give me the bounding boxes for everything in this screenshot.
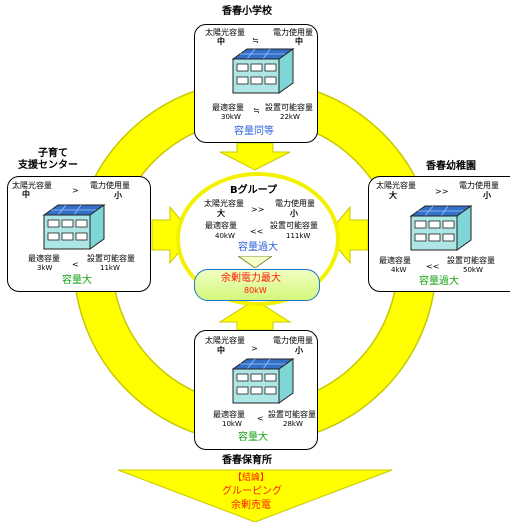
conclusion-grouping: グルーピング xyxy=(222,486,282,497)
left-power-level: 小 xyxy=(114,191,122,200)
left-solar-level: 中 xyxy=(22,190,30,199)
center-relation-top: >> xyxy=(251,205,265,214)
bottom-optimal-label: 最適容量 xyxy=(213,410,245,419)
left-status: 容量大 xyxy=(62,275,92,286)
bottom-facility-name: 香春保育所 xyxy=(222,455,272,466)
surplus-value: 80kW xyxy=(244,286,267,295)
right-installable-label: 設置可能容量 xyxy=(447,256,495,265)
top-relation-top: ≒ xyxy=(252,36,259,45)
left-optimal-value: 3kW xyxy=(37,264,53,272)
conclusion-heading: 【結論】 xyxy=(233,473,270,483)
bottom-solar-level: 中 xyxy=(217,346,225,355)
bottom-facility-card: 太陽光容量 中 > 電力使用量 小 最適容量 10kW < 設置可能容量 28k… xyxy=(194,330,318,450)
bottom-relation-top: > xyxy=(251,344,258,353)
building-icon xyxy=(409,205,473,251)
right-solar-level: 大 xyxy=(389,191,397,200)
top-power-label: 電力使用量 xyxy=(273,28,313,37)
left-power-label: 電力使用量 xyxy=(90,181,130,190)
bottom-solar-label: 太陽光容量 xyxy=(205,336,245,345)
center-status: 容量過大 xyxy=(238,242,278,253)
down-arrow-icon xyxy=(238,256,272,268)
bottom-optimal-value: 10kW xyxy=(222,420,242,428)
conclusion-arrow xyxy=(117,469,393,522)
left-solar-label: 太陽光容量 xyxy=(12,181,52,190)
center-optimal-label: 最適容量 xyxy=(205,221,237,230)
right-power-label: 電力使用量 xyxy=(459,181,499,190)
top-solar-level: 中 xyxy=(217,37,225,46)
center-solar-level: 大 xyxy=(217,209,225,218)
bottom-installable-label: 設置可能容量 xyxy=(268,410,316,419)
top-installable-value: 22kW xyxy=(280,113,300,121)
right-relation-top: >> xyxy=(435,187,449,196)
left-optimal-label: 最適容量 xyxy=(28,254,60,263)
building-icon xyxy=(42,204,106,250)
bottom-power-label: 電力使用量 xyxy=(273,336,313,345)
left-facility-card: 太陽光容量 中 > 電力使用量 小 最適容量 3kW < 設置可能容量 11kW… xyxy=(7,176,151,292)
left-relation-top: > xyxy=(72,186,79,195)
bottom-power-level: 小 xyxy=(295,346,303,355)
surplus-power-box: 余剰電力最大 80kW xyxy=(194,269,320,301)
right-facility-name: 香春幼稚園 xyxy=(426,161,476,172)
left-facility-name-line1: 子育て xyxy=(38,148,68,159)
right-solar-label: 太陽光容量 xyxy=(376,181,416,190)
surplus-label: 余剰電力最大 xyxy=(221,273,281,284)
center-solar-label: 太陽光容量 xyxy=(204,199,244,208)
left-facility-name-line2: 支援センター xyxy=(18,160,78,171)
top-installable-label: 設置可能容量 xyxy=(265,103,313,112)
center-power-level: 小 xyxy=(290,209,298,218)
top-power-level: 中 xyxy=(295,37,303,46)
center-power-label: 電力使用量 xyxy=(275,199,315,208)
conclusion-surplus-sale: 余剰売電 xyxy=(231,500,271,511)
top-optimal-label: 最適容量 xyxy=(212,103,244,112)
right-relation-bottom: << xyxy=(426,262,440,271)
center-installable-label: 設置可能容量 xyxy=(270,221,318,230)
right-optimal-label: 最適容量 xyxy=(379,256,411,265)
arrow-from-top xyxy=(219,142,291,171)
center-relation-bottom: << xyxy=(250,227,264,236)
center-optimal-value: 40kW xyxy=(215,232,235,240)
building-icon xyxy=(231,48,295,94)
top-facility-card: 太陽光容量 中 ≒ 電力使用量 中 最適容量 30kW ≒ 設置可能容量 22k… xyxy=(194,24,318,143)
right-installable-value: 50kW xyxy=(463,266,483,274)
top-solar-label: 太陽光容量 xyxy=(205,28,245,37)
left-relation-bottom: < xyxy=(72,260,79,269)
left-installable-label: 設置可能容量 xyxy=(87,254,135,263)
top-status: 容量同等 xyxy=(234,126,274,137)
bottom-installable-value: 28kW xyxy=(283,420,303,428)
right-status: 容量過大 xyxy=(419,276,459,287)
center-installable-value: 111kW xyxy=(286,232,311,240)
bottom-relation-bottom: < xyxy=(257,414,264,423)
top-relation-bottom: ≒ xyxy=(253,106,260,115)
left-installable-value: 11kW xyxy=(100,264,120,272)
group-name: Bグループ xyxy=(230,185,278,196)
right-facility-card: 太陽光容量 大 >> 電力使用量 小 最適容量 4kW << 設置可能容量 50… xyxy=(368,176,510,292)
building-icon xyxy=(231,358,295,404)
bottom-status: 容量大 xyxy=(238,432,268,443)
top-optimal-value: 30kW xyxy=(221,113,241,121)
right-optimal-value: 4kW xyxy=(391,266,407,274)
right-power-level: 小 xyxy=(483,191,491,200)
arrow-from-bottom xyxy=(218,299,292,331)
top-facility-name: 香春小学校 xyxy=(222,6,272,17)
